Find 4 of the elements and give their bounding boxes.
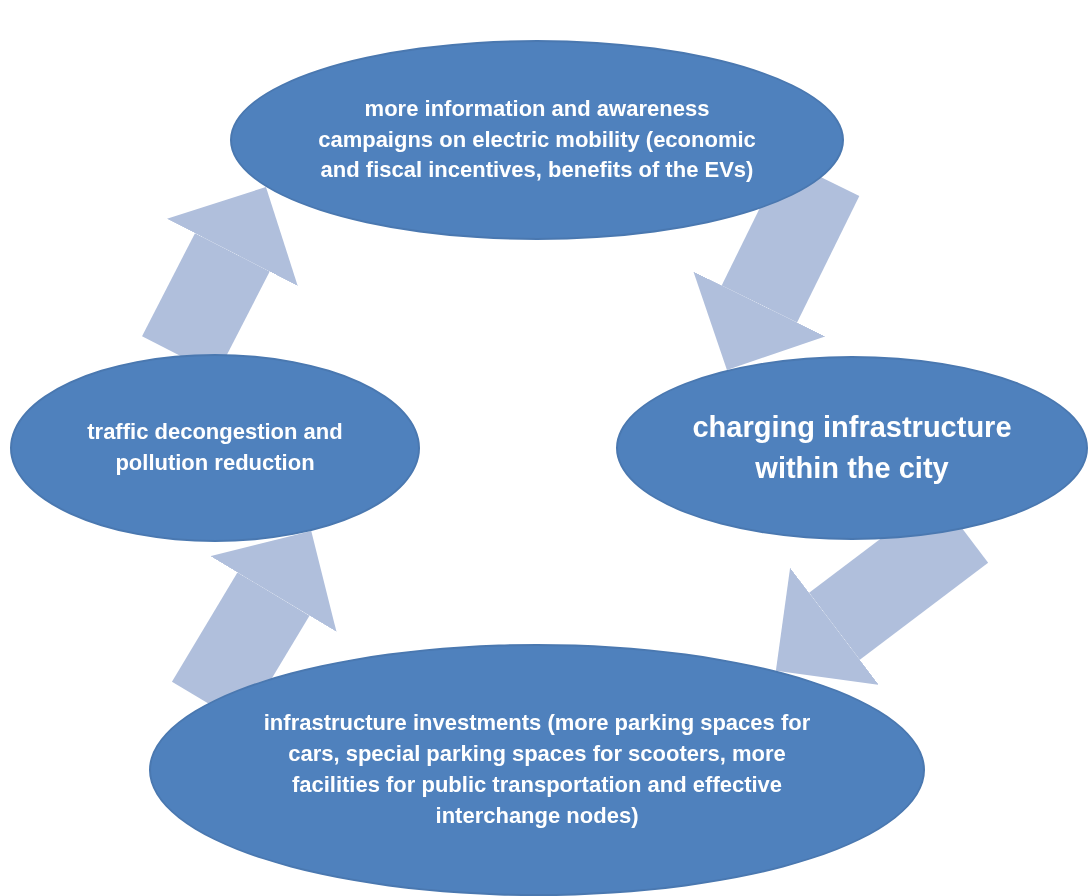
- node-label: charging infrastructure within the city: [691, 410, 1013, 486]
- node-label: more information and awareness campaigns on electric mobility (economic and fiscal incentives, benefits of the EVs): [317, 94, 757, 185]
- node-label: traffic decongestion and pollution reduction: [86, 418, 344, 477]
- node-label: infrastructure investments (more parking spaces for cars, special parking spaces for scooters, more facilities for public transportation and effective interchange nodes): [262, 709, 812, 830]
